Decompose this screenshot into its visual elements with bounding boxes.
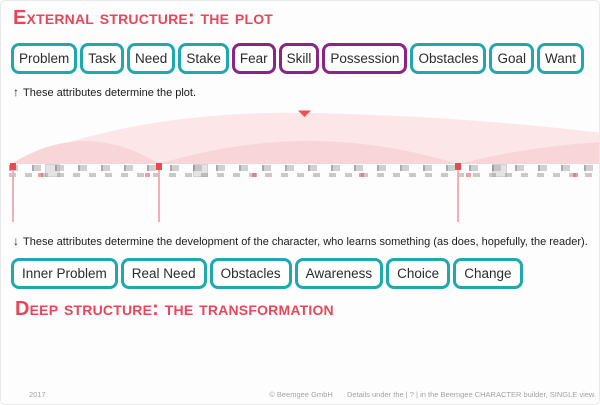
attribute-chip-problem[interactable]: Problem bbox=[11, 43, 78, 74]
timeline-beat-labels bbox=[9, 165, 596, 171]
midpoint-marker-icon bbox=[298, 110, 311, 117]
attribute-chip-possession[interactable]: Possession bbox=[322, 43, 408, 74]
act-marker-2-line bbox=[158, 170, 160, 222]
transformation-title: Deep structure: the transformation bbox=[15, 298, 334, 320]
down-arrow-icon: ↓ bbox=[13, 234, 19, 248]
attribute-chip-goal[interactable]: Goal bbox=[489, 43, 534, 74]
attribute-chip-need[interactable]: Need bbox=[127, 43, 176, 74]
attribute-chip-change[interactable]: Change bbox=[453, 258, 523, 289]
attribute-chip-choice[interactable]: Choice bbox=[386, 258, 451, 289]
attribute-chip-skill[interactable]: Skill bbox=[278, 43, 320, 74]
story-arc-svg bbox=[11, 110, 599, 164]
footer-copyright: © Beemgee GmbH bbox=[269, 390, 333, 399]
act-arc-2 bbox=[159, 141, 458, 164]
act-arc-1 bbox=[11, 141, 159, 164]
act-marker-2-icon bbox=[156, 163, 162, 170]
footer: 2017 © Beemgee GmbH Details under the | … bbox=[1, 386, 599, 402]
plot-caption: ↑ These attributes determine the plot. bbox=[13, 85, 196, 99]
attribute-chip-real-need[interactable]: Real Need bbox=[120, 258, 207, 289]
attribute-chip-task[interactable]: Task bbox=[80, 43, 125, 74]
transformation-caption: ↓ These attributes determine the developm… bbox=[13, 234, 588, 248]
attribute-chip-stake[interactable]: Stake bbox=[178, 43, 229, 74]
footer-year: 2017 bbox=[29, 390, 46, 399]
main-plot-arc bbox=[11, 112, 599, 164]
attribute-chip-awareness[interactable]: Awareness bbox=[294, 258, 384, 289]
up-arrow-icon: ↑ bbox=[13, 85, 19, 99]
act-arc-3 bbox=[458, 142, 599, 164]
transformation-caption-text: These attributes determine the developme… bbox=[23, 236, 588, 248]
plot-caption-text: These attributes determine the plot. bbox=[23, 87, 197, 99]
act-marker-1-line bbox=[12, 170, 14, 222]
attribute-chip-inner-problem[interactable]: Inner Problem bbox=[11, 258, 118, 289]
act-marker-1-icon bbox=[10, 163, 16, 170]
footer-note: Details under the | ? | in the Beemgee C… bbox=[346, 390, 596, 399]
act-marker-3-icon bbox=[455, 163, 461, 170]
story-arc-diagram bbox=[1, 104, 599, 229]
attribute-chip-want[interactable]: Want bbox=[537, 43, 585, 74]
act-marker-3-line bbox=[457, 170, 459, 222]
attribute-chip-fear[interactable]: Fear bbox=[231, 43, 276, 74]
plot-structure-title: External structure: the plot bbox=[13, 7, 274, 29]
timeline-beat-values bbox=[9, 173, 596, 177]
attribute-chip-obstacles[interactable]: Obstacles bbox=[209, 258, 292, 289]
attribute-chip-obstacles[interactable]: Obstacles bbox=[410, 43, 487, 74]
